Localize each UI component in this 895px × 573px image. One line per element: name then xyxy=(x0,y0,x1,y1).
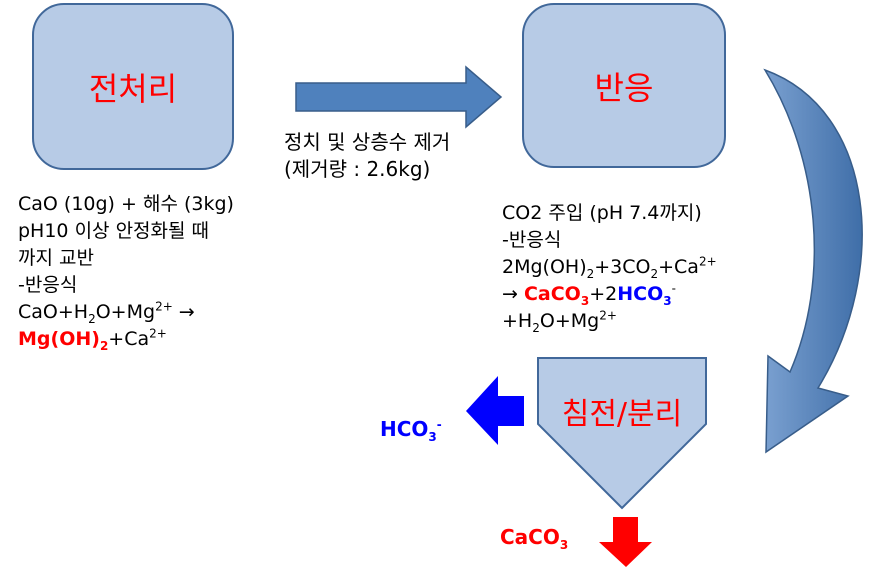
pretreatment-description: CaO (10g) + 해수 (3kg) pH10 이상 안정화될 때 까지 교… xyxy=(18,191,234,353)
transfer-line-2: (제거량 : 2.6kg) xyxy=(284,157,431,181)
reaction-label: 반응 xyxy=(594,68,654,107)
reaction-box: 반응 xyxy=(522,3,726,168)
eq-part: HCO xyxy=(380,417,429,441)
eq-subscript: 3 xyxy=(428,430,437,444)
eq-part: CaCO xyxy=(500,525,560,549)
product-hco3: HCO3 xyxy=(617,283,672,308)
eq-subscript: 3 xyxy=(580,293,590,308)
pre-line-4: -반응식 xyxy=(18,274,78,296)
pre-line-3: 까지 교반 xyxy=(18,247,94,269)
eq-part: CaO+H xyxy=(18,301,89,323)
eq-part: +Ca xyxy=(658,256,699,278)
eq-superscript: 2+ xyxy=(599,308,617,323)
transfer-arrow xyxy=(295,65,503,129)
eq-part: HCO xyxy=(617,283,664,305)
product-caco3: CaCO3 xyxy=(523,283,590,308)
rx-line-1: CO2 주입 (pH 7.4까지) xyxy=(502,202,702,224)
eq-subscript: 3 xyxy=(559,538,569,552)
eq-part: O+Mg xyxy=(95,301,156,323)
curved-flow-arrow xyxy=(763,68,863,454)
pre-line-1: CaO (10g) + 해수 (3kg) xyxy=(18,193,234,215)
pretreatment-label: 전처리 xyxy=(88,69,178,108)
eq-part: +2 xyxy=(589,283,618,305)
eq-subscript: 3 xyxy=(663,293,672,308)
rx-equation-1: 2Mg(OH)2+3CO2+Ca2+ xyxy=(502,254,717,281)
eq-subscript: 2 xyxy=(586,266,595,281)
caco3-output-label: CaCO3 xyxy=(500,525,569,552)
hco3-output-label: HCO3- xyxy=(380,417,442,444)
separation-shape xyxy=(537,357,707,510)
reaction-description: CO2 주입 (pH 7.4까지) -반응식 2Mg(OH)2+3CO2+Ca2… xyxy=(502,200,717,335)
pre-equation-2: Mg(OH)2+Ca2+ xyxy=(18,326,234,353)
rx-line-2: -반응식 xyxy=(502,229,562,251)
hco3-output-arrow xyxy=(466,376,524,445)
transfer-note: 정치 및 상층수 제거 (제거량 : 2.6kg) xyxy=(284,129,450,183)
eq-part: +Ca xyxy=(108,328,150,350)
eq-subscript: 2 xyxy=(650,266,659,281)
product-mgoh2: Mg(OH)2 xyxy=(18,328,109,353)
eq-part: O+Mg xyxy=(539,310,600,332)
eq-superscript: 2+ xyxy=(155,299,173,314)
pretreatment-box: 전처리 xyxy=(32,3,234,170)
rx-equation-2: → CaCO3+2HCO3- xyxy=(502,281,717,308)
pre-line-2: pH10 이상 안정화될 때 xyxy=(18,220,210,242)
eq-part: Mg(OH) xyxy=(18,328,100,350)
eq-subscript: 2 xyxy=(532,320,540,335)
eq-superscript: 2+ xyxy=(149,326,167,341)
caco3-output-arrow xyxy=(599,517,652,567)
eq-arrow: → xyxy=(502,283,524,305)
eq-subscript: 2 xyxy=(88,311,96,326)
transfer-line-1: 정치 및 상층수 제거 xyxy=(284,130,451,154)
eq-part: +H xyxy=(502,310,533,332)
eq-part: 2Mg(OH) xyxy=(502,256,587,278)
eq-superscript: - xyxy=(436,417,442,432)
separation-label: 침전/분리 xyxy=(561,397,683,432)
eq-part: CaCO xyxy=(523,283,581,305)
eq-arrow: → xyxy=(172,301,195,323)
eq-subscript: 2 xyxy=(99,338,109,353)
eq-superscript: - xyxy=(671,281,676,296)
eq-superscript: 2+ xyxy=(698,254,717,269)
eq-part: +3CO xyxy=(594,256,651,278)
rx-equation-3: +H2O+Mg2+ xyxy=(502,308,717,335)
pre-equation-1: CaO+H2O+Mg2+ → xyxy=(18,299,234,326)
